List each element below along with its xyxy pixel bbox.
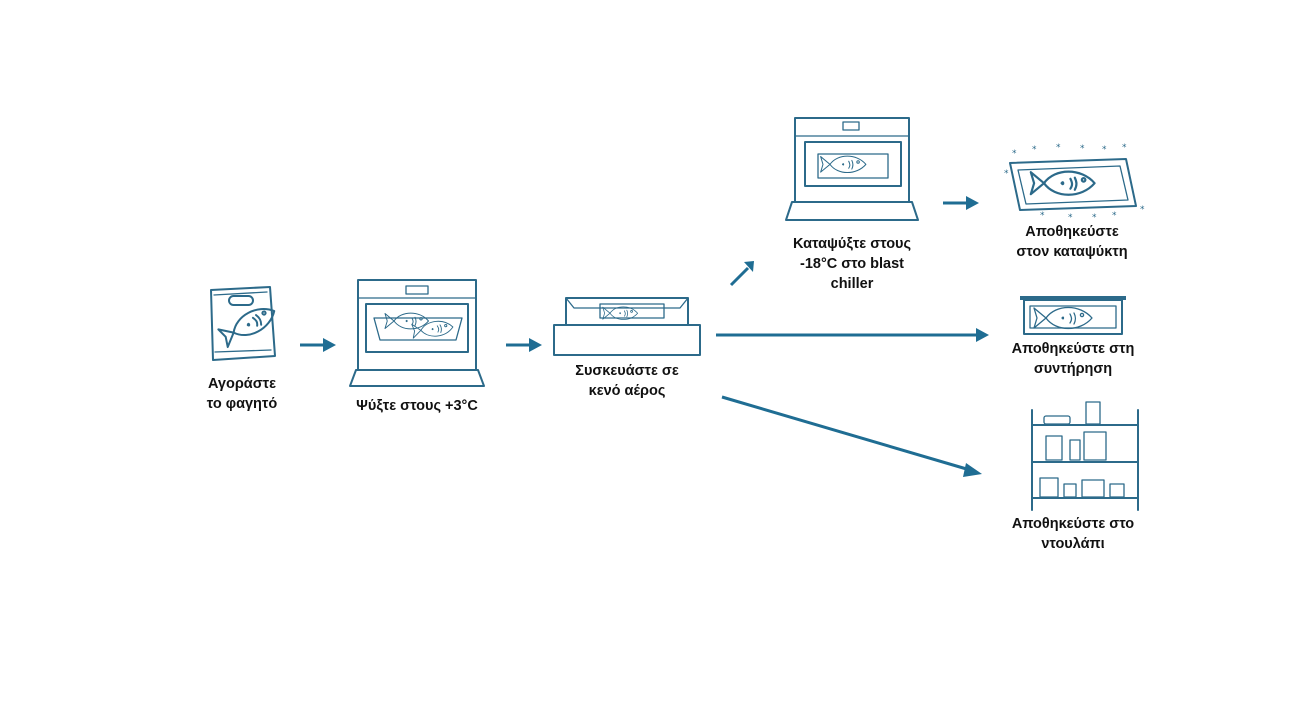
svg-text:*: * (1068, 213, 1073, 223)
svg-text:*: * (1040, 211, 1045, 221)
step-chill-label: Ψύξτε στους +3°C (356, 398, 478, 414)
svg-text:*: * (1032, 145, 1037, 155)
step-freezer-label: Αποθηκεύστε στον καταψύκτη (1016, 224, 1128, 260)
arrow-freeze-to-freezer (943, 196, 979, 210)
frozen-fish-tray-icon: *** *** *** *** (1004, 143, 1145, 223)
arrow-vacuum-to-cupboard (721, 395, 982, 477)
oven-chill-icon (349, 279, 485, 387)
svg-text:*: * (1092, 213, 1097, 223)
svg-text:*: * (1004, 169, 1009, 179)
step-cupboard-label: Αποθηκεύστε στο ντουλάπι (1011, 516, 1135, 552)
step-vacuum-label: Συσκευάστε σε κενό αέρος (575, 363, 679, 399)
arrow-chill-to-vacuum (506, 338, 542, 352)
step-fridge-label: Αποθηκεύστε στη συντήρηση (1011, 341, 1135, 377)
svg-text:*: * (1112, 211, 1117, 221)
step-freeze-label: Καταψύξτε στους -18°C στο blast chiller (792, 236, 912, 292)
step-buy-label: Αγοράστε το φαγητό (206, 376, 278, 412)
svg-text:*: * (1102, 145, 1107, 155)
fish-container-icon (1020, 296, 1126, 335)
fish-bag-icon (210, 286, 281, 361)
svg-text:*: * (1056, 143, 1061, 153)
svg-text:*: * (1140, 205, 1145, 215)
svg-text:*: * (1012, 149, 1017, 159)
arrow-vacuum-to-freeze (729, 261, 754, 287)
svg-text:*: * (1122, 143, 1127, 153)
oven-freeze-icon (785, 117, 919, 221)
arrow-buy-to-chill (300, 338, 336, 352)
arrow-vacuum-to-fridge (716, 328, 989, 342)
svg-text:*: * (1080, 144, 1085, 154)
vacuum-drawer-icon (553, 297, 701, 356)
shelf-cupboard-icon (1031, 401, 1139, 511)
